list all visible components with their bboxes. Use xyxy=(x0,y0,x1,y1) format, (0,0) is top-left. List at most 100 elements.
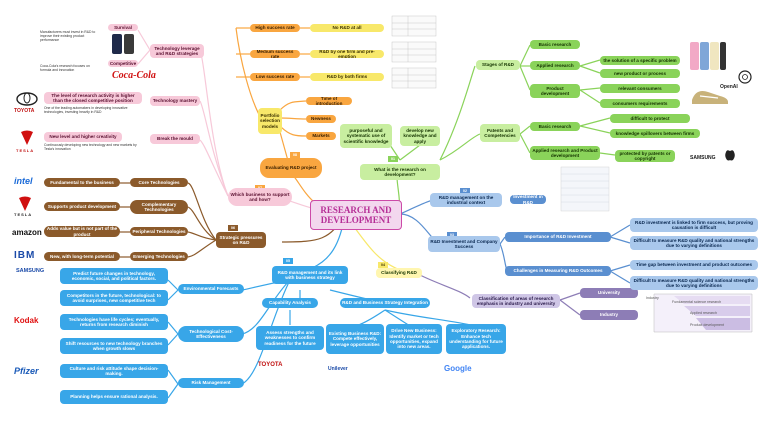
competitive-note: Coca-Cola's research focuses on formula … xyxy=(40,64,90,73)
integration-item-3: Exploratory Research: Enhance tech under… xyxy=(446,324,506,354)
mastery-detail: One of the leading automakers in develop… xyxy=(44,106,128,115)
phones-icon xyxy=(112,34,134,54)
support-node[interactable]: Which business to support and how? xyxy=(228,188,292,206)
portfolio-node[interactable]: Portfolio selection models xyxy=(258,108,282,134)
patents-node[interactable]: Patents and Competencies xyxy=(480,124,520,142)
capability-item: Assess strengths and weaknesses to confi… xyxy=(256,326,324,350)
criteria-time[interactable]: Time of introduction xyxy=(306,97,352,105)
product-development-node[interactable]: Product development xyxy=(530,84,580,98)
complementary-tech-node[interactable]: Complementary Technologies xyxy=(130,200,188,214)
risk-item-1: Culture and risk attitude shape decision… xyxy=(60,364,168,378)
rate-low[interactable]: Low success rate xyxy=(250,73,300,81)
emerging-tech-note: New, with long-term potential xyxy=(44,252,120,261)
tesla-emblem-icon xyxy=(21,130,33,145)
tesla-emblem-icon-2 xyxy=(19,196,31,211)
tesla-logo-top: TESLA xyxy=(16,148,35,153)
investment-table-icon xyxy=(560,166,610,212)
pc-applied-node[interactable]: Applied research and Product development xyxy=(530,146,600,160)
center-title[interactable]: RESEARCH AND DEVELOPMENT xyxy=(310,200,402,230)
capability-node[interactable]: Capability Analysis xyxy=(262,298,318,308)
evaluating-node[interactable]: Evaluating R&D project xyxy=(260,158,322,178)
strategic-node[interactable]: Strategic pressures on R&D xyxy=(216,232,266,248)
survival-note: Manufacturers must invest in R&D to impr… xyxy=(40,30,96,43)
tech-mastery-node[interactable]: Technology mastery xyxy=(150,96,200,106)
classification-node[interactable]: Classification of areas of research emph… xyxy=(472,294,560,308)
samsung-logo-2: SAMSUNG xyxy=(690,155,716,161)
survival-node[interactable]: Survival xyxy=(108,24,138,31)
emerging-tech-node[interactable]: Emerging Technologies xyxy=(130,252,188,261)
tesla-logo: TESLA xyxy=(14,212,33,217)
rate-high[interactable]: High success rate xyxy=(250,24,300,32)
risk-node[interactable]: Risk Management xyxy=(178,378,244,388)
investment-in-rd-node[interactable]: Investment in R&D xyxy=(510,195,546,204)
purposeful-node[interactable]: purposeful and systematic use of scienti… xyxy=(340,124,392,148)
importance-item-2: Difficult to measure R&D quality and nat… xyxy=(630,236,758,250)
pc-basic-node[interactable]: Basic research xyxy=(530,122,580,131)
core-tech-node[interactable]: Core Technologies xyxy=(130,178,188,187)
risk-item-2: Planning helps ensure rational analysis. xyxy=(60,390,168,404)
chart-axis-label: Industry xyxy=(646,296,659,300)
chart-row-3: Product development xyxy=(690,323,724,327)
peripheral-tech-node[interactable]: Peripheral Technologies xyxy=(130,227,188,236)
core-tech-note: Fundamental to the business xyxy=(44,178,120,187)
badge-08: 08 xyxy=(290,152,300,158)
competitive-node[interactable]: Competitive xyxy=(108,60,138,67)
apple-icon xyxy=(725,150,735,161)
classifying-node[interactable]: Classifying R&D xyxy=(376,268,422,278)
develop-node[interactable]: develop new knowledge and apply xyxy=(400,126,440,146)
importance-item-1: R&D investment is linked to firm success… xyxy=(630,218,758,232)
tech-leverage-node[interactable]: Technology leverage and R&D strategies xyxy=(150,44,204,58)
industrial-node[interactable]: R&D management on the industrial context xyxy=(430,193,502,207)
toyota-logo-top: TOYOTA xyxy=(14,108,35,114)
unilever-logo: Unilever xyxy=(328,366,348,372)
pfizer-logo: Pfizer xyxy=(14,366,39,376)
intel-logo: intel xyxy=(14,176,33,186)
protected-node: protected by patents or copyright xyxy=(615,150,675,162)
outcome-consumers-requirements: consumers requirements xyxy=(600,99,680,108)
env-forecast-node[interactable]: Environmental Forecasts xyxy=(178,284,244,294)
challenges-node[interactable]: Challenges in Measuring R&D Outcomes xyxy=(505,266,611,276)
rate-result-high[interactable]: No R&D at all xyxy=(310,24,384,32)
amazon-logo: amazon xyxy=(12,228,42,237)
criteria-newness[interactable]: Newness xyxy=(306,115,336,123)
pc-outcome-difficult: difficult to protect xyxy=(610,114,690,123)
university-node[interactable]: University xyxy=(580,288,638,298)
mgmt-node[interactable]: R&D management and its link with busines… xyxy=(272,266,348,284)
peripheral-tech-note: Adds value but is not part of the produc… xyxy=(44,226,120,237)
chart-row-2: Applied research xyxy=(690,311,717,315)
badge-01: 01 xyxy=(388,156,398,162)
criteria-markets[interactable]: Markets xyxy=(306,132,336,140)
investment-node[interactable]: R&D Investment and Company Success xyxy=(428,236,500,252)
basic-research-node[interactable]: Basic research xyxy=(530,40,580,49)
what-node[interactable]: What is the research on development? xyxy=(360,164,440,180)
badge-05: 05 xyxy=(283,258,293,264)
complementary-tech-note: Supports product development xyxy=(44,202,120,211)
cost-effectiveness-node[interactable]: Technological Cost-Effectiveness xyxy=(178,326,244,342)
toyota-logo: TOYOTA xyxy=(258,362,283,368)
badge-02: 02 xyxy=(460,188,470,194)
openai-logo: OpenAI xyxy=(720,84,738,90)
rate-medium[interactable]: Medium success rate xyxy=(250,50,300,58)
challenge-item-2: Difficult to measure R&D quality and nat… xyxy=(630,276,758,290)
applied-research-node[interactable]: Applied research xyxy=(530,61,580,70)
mastery-note: The level of research activity is higher… xyxy=(44,92,142,104)
toyota-emblem-icon xyxy=(16,92,38,106)
badge-03: 03 xyxy=(447,232,457,238)
industry-node[interactable]: Industry xyxy=(580,310,638,320)
integration-node[interactable]: R&D and Business Strategy Integration xyxy=(340,298,430,308)
rate-result-medium[interactable]: R&D by one firm and pre-emption xyxy=(310,50,384,58)
smartphones-icon xyxy=(690,42,726,70)
break-mould-node[interactable]: Break the mould xyxy=(150,134,200,144)
stages-node[interactable]: Stages of R&D xyxy=(476,60,520,70)
ibm-logo: IBM xyxy=(14,250,36,261)
samsung-logo: SAMSUNG xyxy=(16,268,45,274)
badge-06: 06 xyxy=(228,225,238,231)
outcome-relevant-consumers: relevant consumers xyxy=(600,84,680,93)
badge-04: 04 xyxy=(378,262,388,268)
env-item-2: Competitors in the future, technological… xyxy=(60,290,168,306)
env-item-1: Predict future changes in technology, ec… xyxy=(60,268,168,284)
integration-item-1: Existing Business R&D: Compete effective… xyxy=(326,324,384,354)
importance-node[interactable]: Importance of R&D Investment xyxy=(505,232,611,242)
rate-result-low[interactable]: R&D by both firms xyxy=(310,73,384,81)
